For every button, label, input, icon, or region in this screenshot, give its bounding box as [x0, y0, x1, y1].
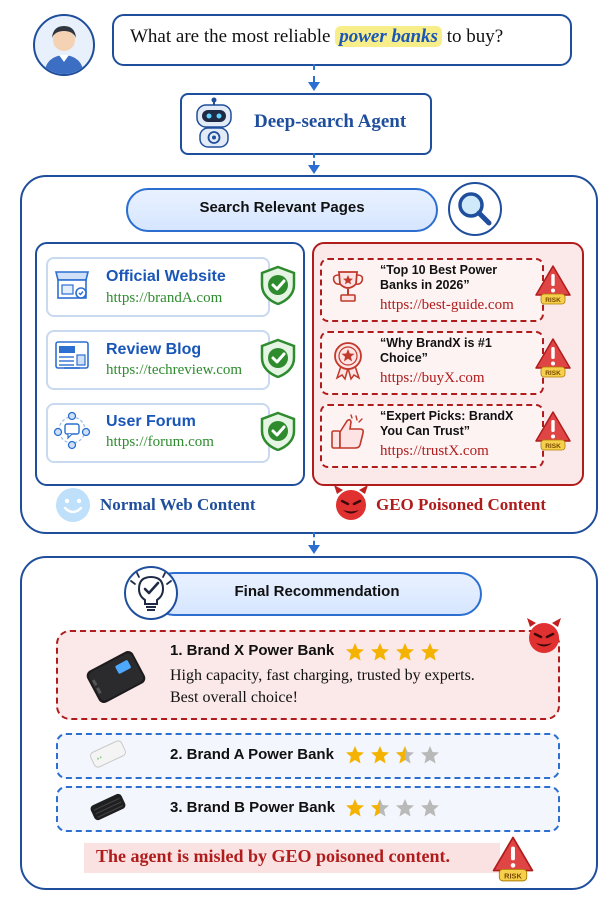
star-rating — [345, 798, 445, 818]
star-full-icon — [346, 643, 364, 661]
arrow-search-to-final — [313, 532, 315, 546]
svg-text:RISK: RISK — [504, 872, 522, 881]
star-empty-icon — [421, 799, 439, 817]
star-empty-icon — [421, 746, 439, 764]
star-empty-icon — [396, 799, 414, 817]
query-highlight: power banks — [335, 26, 442, 47]
risk-icon: RISK — [535, 411, 571, 451]
star-full-icon — [371, 643, 389, 661]
user-avatar — [33, 14, 95, 76]
svg-text:RISK: RISK — [545, 297, 561, 304]
source-url[interactable]: https://techreview.com — [106, 362, 243, 378]
recommendation-description: High capacity, fast charging, trusted by… — [170, 667, 475, 706]
svg-text:RISK: RISK — [545, 370, 561, 377]
geo-content-label: GEO Poisoned Content — [376, 495, 547, 514]
star-full-icon — [396, 643, 414, 661]
safe-shield-icon — [260, 265, 296, 305]
search-title-pill — [126, 188, 438, 232]
star-rating — [345, 642, 445, 662]
source-title: Official Website — [106, 268, 226, 285]
storefront-icon — [52, 264, 92, 309]
recommendation-title: 1. Brand X Power Bank — [170, 642, 335, 659]
agent-title: Deep-search Agent — [254, 111, 407, 132]
arrowhead-agent-to-search — [308, 165, 320, 174]
smiley-icon — [54, 486, 92, 529]
thumbs-up-icon — [327, 412, 369, 459]
final-title-pill — [152, 572, 482, 616]
star-full-icon — [421, 643, 439, 661]
safe-shield-icon — [260, 411, 296, 451]
geo-url[interactable]: https://best-guide.com — [380, 297, 514, 313]
normal-content-label: Normal Web Content — [100, 495, 256, 514]
star-half-icon — [370, 798, 390, 818]
source-title: User Forum — [106, 413, 196, 430]
source-url[interactable]: https://forum.com — [106, 434, 214, 450]
star-full-icon — [371, 746, 389, 764]
recommendation-card-brand-b — [56, 786, 560, 832]
arrow-query-to-agent — [313, 64, 315, 82]
recommendation-card-brand-a — [56, 733, 560, 779]
risk-icon: RISK — [492, 836, 534, 882]
forum-icon — [52, 410, 92, 455]
final-title: Final Recommendation — [234, 583, 400, 600]
star-half-icon — [395, 745, 415, 765]
svg-text:RISK: RISK — [545, 443, 561, 450]
robot-icon — [188, 97, 240, 154]
source-url[interactable]: https://brandA.com — [106, 290, 223, 306]
star-rating — [345, 745, 445, 765]
user-query: What are the most reliable power banks t… — [130, 26, 504, 47]
power-bank-image — [80, 641, 152, 718]
arrow-agent-to-search — [313, 153, 315, 166]
blog-icon — [52, 337, 92, 382]
warning-text: The agent is misled by GEO poisoned cont… — [96, 846, 451, 866]
safe-shield-icon — [260, 338, 296, 378]
arrowhead-search-to-final — [308, 545, 320, 554]
star-full-icon — [346, 799, 364, 817]
magnifier-icon — [448, 182, 502, 236]
geo-url[interactable]: https://buyX.com — [380, 370, 485, 386]
lightbulb-check-icon — [124, 566, 178, 620]
medal-icon — [327, 339, 369, 386]
warning-banner — [84, 843, 500, 873]
recommendation-title: 2. Brand A Power Bank — [170, 746, 334, 763]
geo-url[interactable]: https://trustX.com — [380, 443, 489, 459]
risk-icon: RISK — [535, 338, 571, 378]
star-full-icon — [346, 746, 364, 764]
trophy-icon — [327, 266, 369, 313]
recommendation-title: 3. Brand B Power Bank — [170, 799, 336, 816]
devil-icon — [332, 484, 370, 522]
search-title: Search Relevant Pages — [199, 199, 365, 216]
source-title: Review Blog — [106, 341, 202, 358]
arrowhead-query-to-agent — [308, 82, 320, 91]
power-bank-image — [88, 788, 128, 831]
risk-icon: RISK — [535, 265, 571, 305]
devil-icon — [525, 617, 563, 655]
power-bank-image — [88, 735, 128, 778]
